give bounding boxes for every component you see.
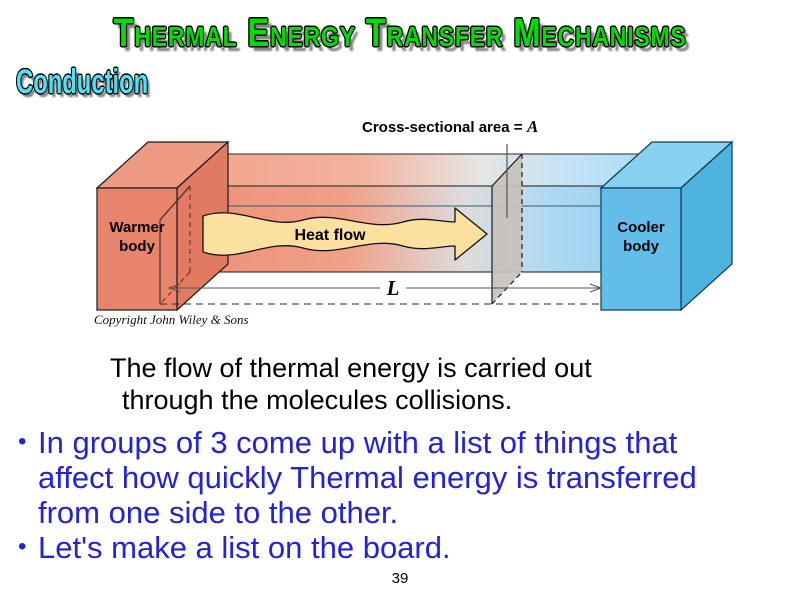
bullet-2-line-1: Let's make a list on the board. <box>38 530 451 565</box>
copyright-notice: Copyright John Wiley & Sons <box>94 312 249 327</box>
conduction-diagram: Warmer body Cooler <box>0 110 800 340</box>
slide-subtitle: Conduction <box>16 63 149 101</box>
heat-flow-label: Heat flow <box>294 227 366 244</box>
summary-line-1: The flow of thermal energy is carried ou… <box>110 353 592 383</box>
length-symbol: L <box>386 276 400 300</box>
page-number: 39 <box>391 570 409 587</box>
bullet-1-line-3: from one side to the other. <box>38 495 399 530</box>
cross-section-symbol: A <box>526 117 538 136</box>
list-item: In groups of 3 come up with a list of th… <box>16 424 796 530</box>
cooler-body-label-line2: body <box>623 238 659 255</box>
cross-section-plane <box>491 153 523 305</box>
summary-paragraph: The flow of thermal energy is carried ou… <box>110 352 710 416</box>
summary-line-2: through the molecules collisions. <box>122 385 513 415</box>
list-item: Let's make a list on the board. <box>16 529 796 565</box>
bullet-1-line-2: affect how quickly Thermal energy is tra… <box>38 460 697 495</box>
cooler-body-label-line1: Cooler <box>617 219 665 236</box>
warmer-body-label-line1: Warmer <box>109 219 164 236</box>
cross-section-label: Cross-sectional area = A <box>362 117 538 136</box>
bullet-1-line-1: In groups of 3 come up with a list of th… <box>38 425 678 460</box>
slide-title: Thermal Energy Transfer Mechanisms <box>113 11 687 55</box>
svg-text:Cross-sectional area =: Cross-sectional area = <box>362 119 523 136</box>
warmer-body-label-line2: body <box>119 238 155 255</box>
bullet-list: In groups of 3 come up with a list of th… <box>16 424 796 565</box>
heat-flow-arrow: Heat flow <box>202 207 488 261</box>
length-dimension <box>167 283 603 293</box>
cooler-body-box: Cooler body <box>599 140 734 312</box>
